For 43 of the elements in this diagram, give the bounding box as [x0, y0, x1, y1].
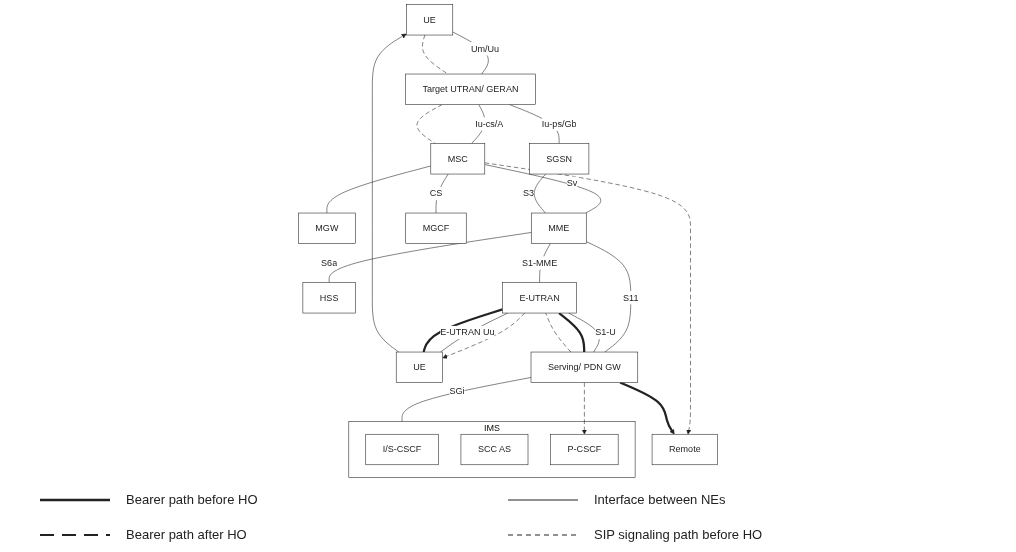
edge-label: S6a: [321, 257, 338, 268]
node-box: MME: [531, 212, 587, 244]
connector: [416, 104, 443, 144]
node-box: E-UTRAN: [502, 282, 577, 314]
connector: [326, 165, 432, 214]
edge-label: CS: [429, 188, 443, 199]
connector: [401, 377, 532, 422]
node-box: MGCF: [405, 212, 467, 244]
connector: [585, 241, 632, 353]
connector: [545, 312, 572, 353]
node-box: P-CSCF: [550, 433, 619, 466]
connector: [484, 164, 601, 214]
edge-label: Iu-ps/Gb: [541, 118, 577, 129]
node-box: UE: [395, 351, 443, 383]
connector: [328, 232, 532, 283]
edge-label: S1-MME: [522, 257, 558, 268]
node-box: MGW: [298, 212, 356, 244]
arrow: [619, 381, 675, 435]
node-box: Serving/ PDN GW: [530, 351, 639, 383]
edge-label: S11: [623, 292, 639, 303]
node-box: I/S-CSCF: [365, 433, 439, 466]
legend-label: Interface between NEs: [594, 492, 726, 507]
node-box: HSS: [302, 282, 356, 314]
edge-label: E-UTRAN Uu: [440, 327, 495, 338]
connector: [533, 173, 546, 214]
edge-label: S3: [523, 188, 535, 199]
legend-label: Bearer path after HO: [126, 527, 247, 542]
connector: [558, 312, 586, 353]
node-box: UE: [406, 4, 454, 36]
edge-label: SGi: [449, 386, 465, 397]
edge-label: Sv: [566, 178, 578, 188]
connector: [568, 312, 600, 353]
edge-label: Iu-cs/A: [475, 118, 504, 129]
edge-label: S1-U: [595, 327, 616, 338]
node-box: SCC AS: [460, 433, 529, 466]
node-box: Target UTRAN/ GERAN: [405, 73, 536, 105]
edge-label: Um/Uu: [470, 43, 500, 54]
node-box: MSC: [430, 143, 486, 175]
node-box: SGSN: [529, 143, 590, 175]
legend-label: SIP signaling path before HO: [594, 527, 763, 542]
node-box: Remote: [651, 433, 718, 466]
legend-label: Bearer path before HO: [126, 492, 258, 507]
connector: [422, 308, 503, 353]
